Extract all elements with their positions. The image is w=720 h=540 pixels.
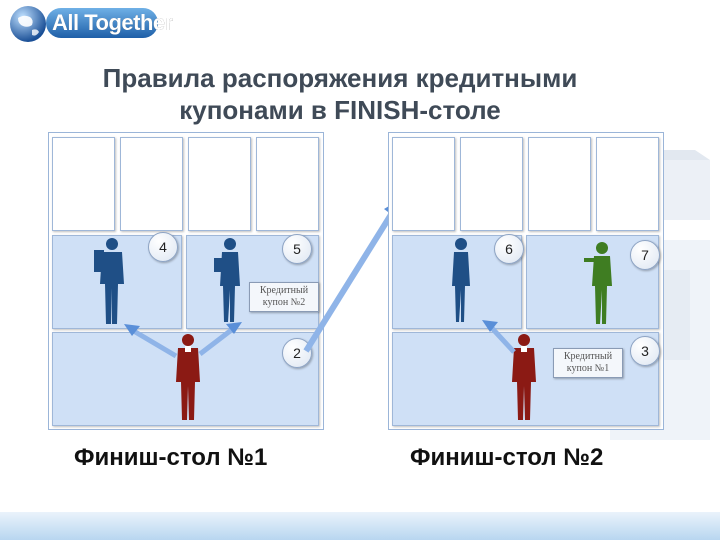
person-figure-icon <box>452 238 470 322</box>
empty-seat <box>52 137 115 231</box>
credit-coupon: Кредитный купон №2 <box>249 282 319 312</box>
person-figure-icon <box>94 238 124 324</box>
coupon-label-1: Кредитный <box>259 285 309 296</box>
seat-number-badge: 7 <box>630 240 660 270</box>
table-1-caption: Финиш-стол №1 <box>74 444 268 471</box>
empty-seat <box>392 137 455 231</box>
logo-text: All Together <box>52 10 173 35</box>
coupon-label-2: купон №2 <box>262 297 306 308</box>
empty-seat <box>188 137 251 231</box>
arrow-icon <box>482 320 516 354</box>
empty-seat <box>256 137 319 231</box>
empty-seat <box>528 137 591 231</box>
title-line-2: купонами в FINISH-столе <box>179 95 501 125</box>
empty-seat <box>120 137 183 231</box>
person-figure-icon <box>176 334 200 420</box>
footer-bar <box>0 512 720 540</box>
arrow-icon <box>198 322 242 356</box>
globe-icon <box>10 6 46 42</box>
seat-number-badge: 6 <box>494 234 524 264</box>
person-figure-icon <box>584 242 612 324</box>
logo-pill <box>46 8 158 38</box>
credit-coupon: Кредитный купон №1 <box>553 348 623 378</box>
person-figure-icon <box>512 334 536 420</box>
coupon-label-1: Кредитный <box>563 351 613 362</box>
empty-seat <box>596 137 659 231</box>
seat-number-badge: 3 <box>630 336 660 366</box>
coupon-label-2: купон №1 <box>566 363 610 374</box>
seat-number-badge: 2 <box>282 338 312 368</box>
person-figure-icon <box>214 238 240 322</box>
empty-seat <box>460 137 523 231</box>
seat-number-badge: 5 <box>282 234 312 264</box>
table-2-caption: Финиш-стол №2 <box>410 444 604 471</box>
seat-number-badge: 4 <box>148 232 178 262</box>
page-title: Правила распоряжения кредитными купонами… <box>60 62 620 126</box>
title-line-1: Правила распоряжения кредитными <box>102 63 578 93</box>
arrow-icon <box>124 324 178 359</box>
